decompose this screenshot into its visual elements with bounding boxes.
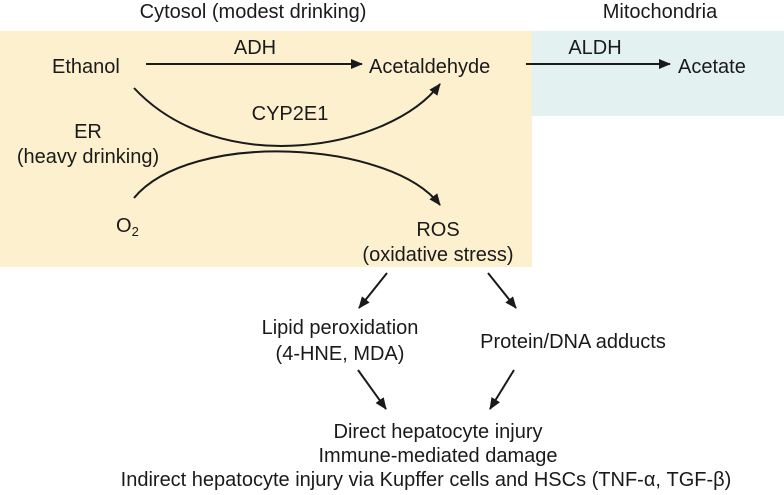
er-label: ER	[74, 121, 102, 143]
acetaldehyde-label: Acetaldehyde	[369, 56, 491, 78]
lipid-to-injury-arrow	[357, 369, 387, 410]
cytosol-region	[0, 31, 532, 267]
lipid-peroxidation-note: (4-HNE, MDA)	[275, 343, 405, 365]
cytosol-label: Cytosol (modest drinking)	[139, 1, 367, 23]
ros-to-adducts-arrow	[487, 272, 517, 309]
ros-label: ROS	[416, 219, 460, 241]
cyp2e1-label: CYP2E1	[251, 103, 329, 125]
aldh-label: ALDH	[568, 37, 622, 59]
outcome-indirect-injury: Indirect hepatocyte injury via Kupffer c…	[120, 469, 732, 491]
o2-subscript: 2	[131, 224, 139, 239]
ros-note: (oxidative stress)	[362, 244, 514, 266]
ethanol-label: Ethanol	[52, 56, 120, 78]
o2-base: O	[116, 215, 132, 237]
o2-label: O2	[116, 214, 139, 244]
cyp2e1-arrow-to-acetaldehyde	[133, 83, 441, 147]
mitochondria-region	[532, 31, 784, 116]
adh-label: ADH	[233, 37, 277, 59]
cyp2e1-arrow-to-ros	[133, 150, 441, 206]
adducts-to-injury-arrow	[489, 369, 515, 410]
ros-to-lipid-arrow	[358, 272, 388, 309]
outcome-direct-injury: Direct hepatocyte injury	[333, 421, 543, 443]
lipid-peroxidation-label: Lipid peroxidation	[261, 317, 419, 339]
protein-dna-adducts-label: Protein/DNA adducts	[480, 331, 666, 353]
acetate-label: Acetate	[678, 56, 746, 78]
er-note: (heavy drinking)	[16, 146, 160, 168]
outcome-immune-damage: Immune-mediated damage	[318, 445, 558, 467]
mitochondria-label: Mitochondria	[602, 1, 718, 23]
